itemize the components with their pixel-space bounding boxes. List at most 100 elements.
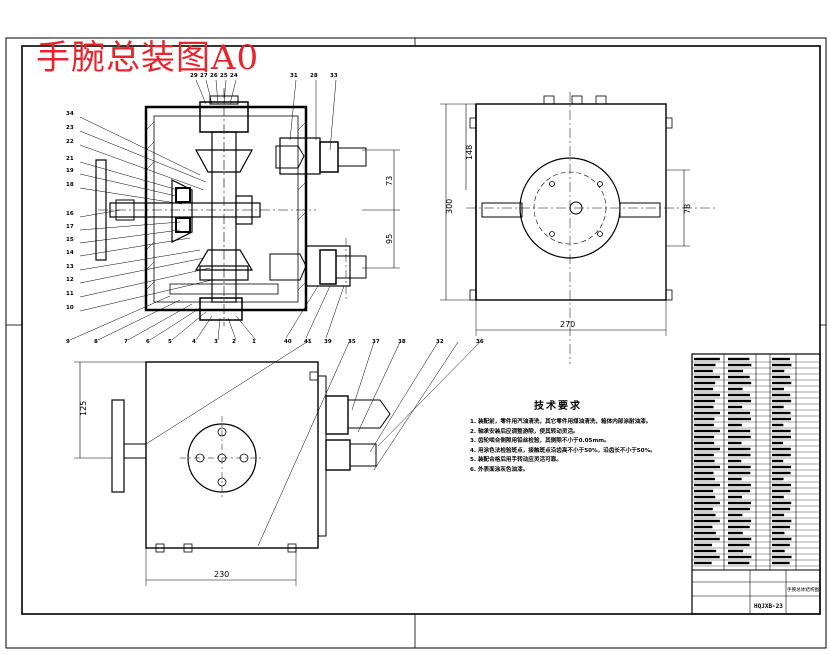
callout-number: 32 <box>436 339 444 345</box>
callout-number: 12 <box>66 277 74 283</box>
parts-list-entry-mark <box>772 513 785 517</box>
callout-number: 14 <box>66 250 74 256</box>
parts-list-entry-mark <box>772 369 785 373</box>
parts-list-entry-mark <box>694 375 720 379</box>
parts-list-entry-mark <box>772 489 791 493</box>
parts-list-entry-mark <box>728 501 751 505</box>
dim-side-width: 270 <box>560 320 575 329</box>
top-view <box>74 361 391 586</box>
tech-requirement-item: 6. 外表面涂灰色油漆。 <box>470 466 529 473</box>
parts-list-entry-mark <box>694 363 716 367</box>
callout-number: 36 <box>476 339 484 345</box>
callout-number: 6 <box>146 339 150 345</box>
parts-list <box>691 353 821 615</box>
parts-list-entry-mark <box>694 441 715 445</box>
callout-number: 39 <box>324 339 332 345</box>
callout-number: 35 <box>348 339 356 345</box>
callout-number: 26 <box>210 73 218 79</box>
tech-requirement-item: 2. 轴承安装后应调整游隙，使其转动灵活。 <box>470 428 579 435</box>
parts-list-entry-mark <box>728 507 750 511</box>
parts-list-entry-mark <box>694 459 715 463</box>
parts-list-entry-mark <box>728 543 750 547</box>
parts-list-entry-mark <box>694 405 714 409</box>
callout-number: 29 <box>190 73 198 79</box>
parts-list-entry-mark <box>728 405 743 409</box>
callout-number: 13 <box>66 264 74 270</box>
parts-list-entry-mark <box>728 471 751 475</box>
callout-number: 40 <box>284 339 292 345</box>
parts-list-entry-mark <box>694 465 720 469</box>
callout-number: 23 <box>66 125 74 131</box>
callout-number: 22 <box>66 139 74 145</box>
parts-list-entry-mark <box>772 561 790 565</box>
parts-list-entry-mark <box>728 411 751 415</box>
callout-number: 17 <box>66 224 74 230</box>
parts-list-entry-mark <box>694 495 716 499</box>
parts-list-entry-mark <box>694 435 715 439</box>
parts-list-entry-mark <box>772 375 791 379</box>
parts-list-entry-mark <box>772 399 792 403</box>
parts-list-entry-mark <box>694 525 713 529</box>
parts-list-entry-mark <box>772 363 792 367</box>
callout-number: 8 <box>94 339 98 345</box>
parts-list-entry-mark <box>728 417 751 421</box>
parts-list-entry-mark <box>728 459 742 463</box>
callout-number: 11 <box>66 291 74 297</box>
parts-list-entry-mark <box>728 441 742 445</box>
callout-number: 38 <box>398 339 406 345</box>
callout-number: 18 <box>66 182 74 188</box>
dim-top-width: 230 <box>214 570 229 579</box>
tech-requirement-item: 1. 装配前，零件用汽油清洗，其它零件用煤油清洗，箱体内部涂耐油漆。 <box>470 419 652 425</box>
parts-list-entry-mark <box>772 381 792 385</box>
callout-number: 28 <box>310 73 318 79</box>
callout-number: 21 <box>66 156 74 162</box>
parts-list-entry-mark <box>694 513 716 517</box>
parts-list-entry-mark <box>694 483 720 487</box>
title-block-name: 手腕总体结构图 <box>787 586 820 593</box>
parts-list-entry-mark <box>728 513 743 517</box>
parts-list-entry-mark <box>772 435 791 439</box>
parts-list-entry-mark <box>772 465 791 469</box>
parts-list-entry-mark <box>728 489 751 493</box>
drawing-number: HQJXB-23 <box>754 603 783 610</box>
parts-list-entry-mark <box>772 525 791 529</box>
parts-list-entry-mark <box>772 477 784 481</box>
parts-list-entry-mark <box>728 537 752 541</box>
parts-list-entry-mark <box>694 471 714 475</box>
parts-list-entry-mark <box>728 393 750 397</box>
parts-list-entry-mark <box>728 429 751 433</box>
parts-list-entry-mark <box>772 411 791 415</box>
callout-number: 4 <box>192 339 196 345</box>
callout-number: 7 <box>124 339 128 345</box>
parts-list-entry-mark <box>728 357 750 361</box>
leader-lines <box>69 79 481 547</box>
parts-list-entry-mark <box>772 507 791 511</box>
parts-list-entry-mark <box>772 441 784 445</box>
callout-number: 31 <box>290 73 298 79</box>
parts-list-entry-mark <box>694 357 720 361</box>
parts-list-entry-mark <box>728 453 751 457</box>
callout-number: 19 <box>66 168 74 174</box>
parts-list-entry-mark <box>694 519 720 523</box>
dim-side-inner: 78 <box>683 204 692 214</box>
parts-list-entry-mark <box>728 435 751 439</box>
outer-border <box>5 37 827 649</box>
side-view <box>440 92 716 364</box>
parts-list-marks <box>694 357 792 565</box>
parts-list-entry-mark <box>772 501 792 505</box>
parts-list-entry-mark <box>772 543 790 547</box>
dim-top-offset: 125 <box>79 401 88 416</box>
parts-list-entry-mark <box>694 423 714 427</box>
parts-list-entry-mark <box>772 453 791 457</box>
parts-list-entry-mark <box>728 549 744 553</box>
parts-list-entry-mark <box>694 429 720 433</box>
drawing-title: 手腕总装图A0 <box>36 38 260 78</box>
parts-list-entry-mark <box>728 465 751 469</box>
parts-list-entry-mark <box>694 399 715 403</box>
inner-border <box>21 45 821 615</box>
parts-list-entry-mark <box>772 357 790 361</box>
parts-list-entry-mark <box>772 393 791 397</box>
parts-list-entry-mark <box>772 405 784 409</box>
callout-number: 34 <box>66 111 74 117</box>
parts-list-entry-mark <box>694 531 716 535</box>
